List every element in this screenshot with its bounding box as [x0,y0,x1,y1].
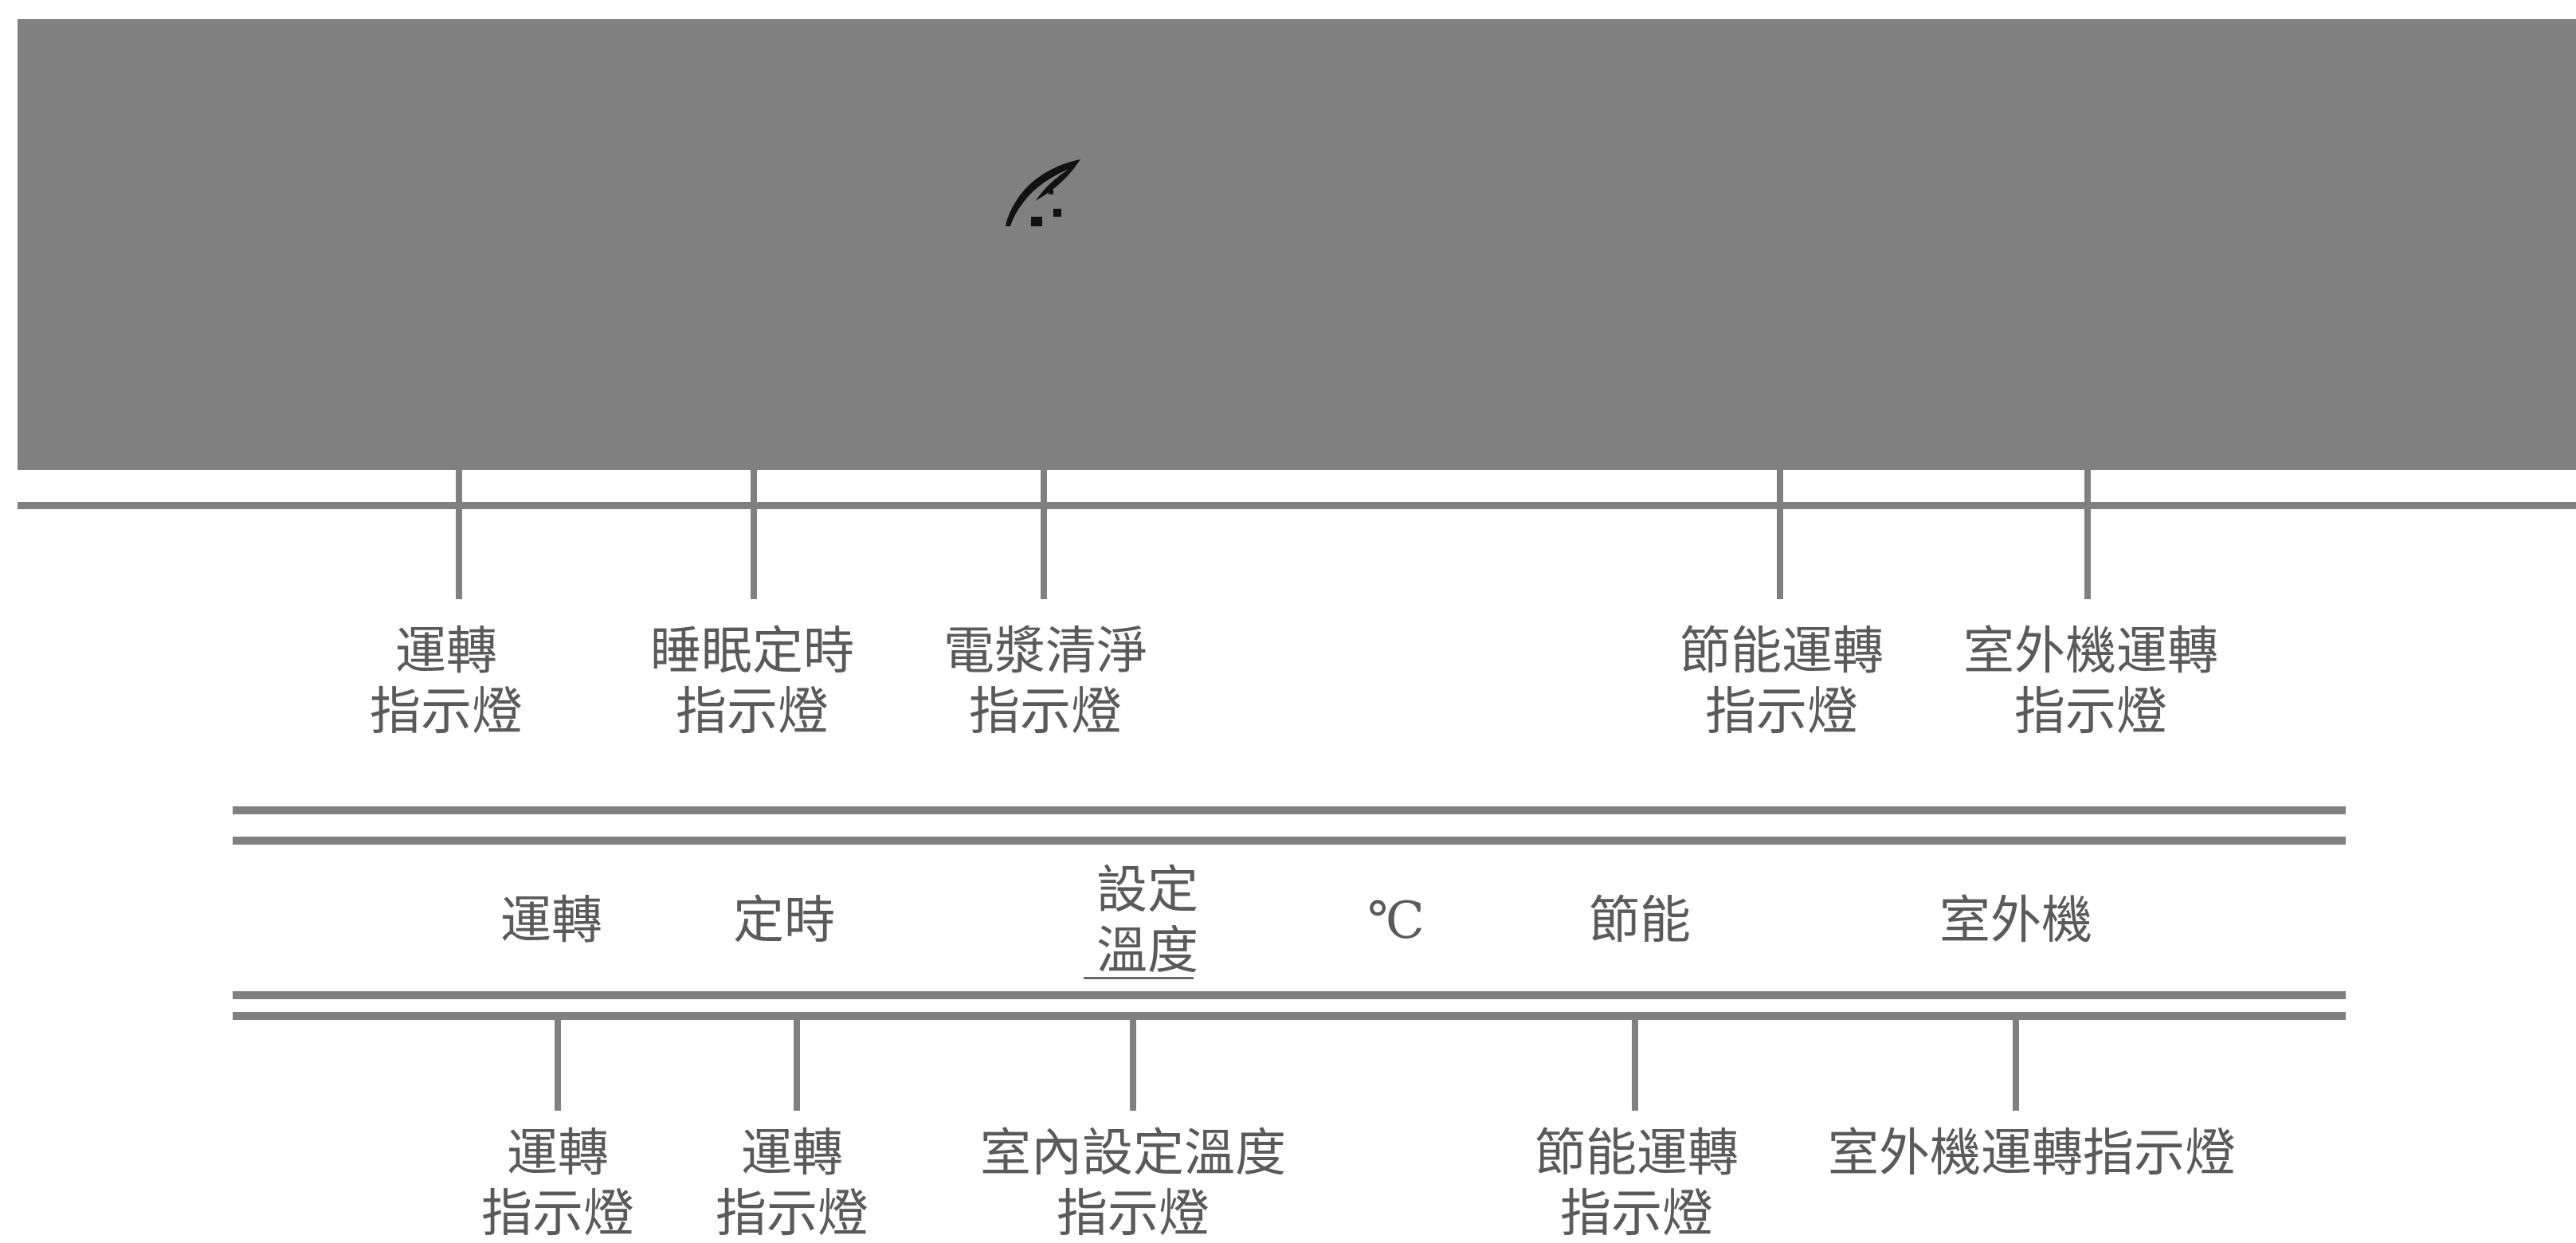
top-label-plasma: 電漿清淨 指示燈 [943,622,1147,743]
panel-label-timer-text: 定時 [733,892,835,951]
bottom-label-run-1: 運轉 指示燈 [481,1123,634,1243]
panel-label-set-temp-line2: 溫度 [1096,922,1198,981]
bottom-label-run-2-line2: 指示燈 [716,1185,868,1243]
panel-label-outdoor: 室外機 [1939,891,2092,951]
bottom-label-run-2: 運轉 指示燈 [716,1123,868,1243]
leaf-icon [1006,159,1080,226]
top-label-run: 運轉 指示燈 [370,622,523,743]
top-label-sleep-timer-line2: 指示燈 [676,683,829,742]
panel-label-eco-text: 節能 [1589,892,1691,951]
set-temp-underline [1084,977,1194,979]
top-leader-2 [751,470,757,599]
panel-label-timer: 定時 [733,891,835,951]
bottom-label-eco: 節能運轉 指示燈 [1535,1123,1739,1243]
panel-label-run-text: 運轉 [500,892,602,951]
top-label-plasma-line2: 指示燈 [969,683,1122,742]
panel-bottom-line-1 [233,991,2346,999]
bottom-label-indoor-temp: 室內設定溫度 指示燈 [980,1123,1286,1243]
top-leader-4 [1777,470,1783,599]
bottom-label-outdoor-line1: 室外機運轉指示燈 [1828,1124,2236,1183]
top-baseline [18,502,2576,509]
bottom-leader-1 [555,1020,561,1111]
bottom-label-eco-line1: 節能運轉 [1535,1124,1739,1183]
panel-label-set-temp: 設定 溫度 [1096,861,1198,982]
top-label-run-line1: 運轉 [395,622,497,681]
panel-label-celsius: ℃ [1367,891,1425,951]
top-label-eco-line1: 節能運轉 [1680,622,1884,681]
bottom-leader-4 [1632,1020,1638,1111]
top-label-eco: 節能運轉 指示燈 [1680,622,1884,743]
top-leader-1 [456,470,462,599]
bottom-label-eco-line2: 指示燈 [1560,1185,1713,1243]
panel-label-celsius-text: ℃ [1367,892,1425,951]
panel-label-eco: 節能 [1589,891,1691,951]
bottom-label-indoor-temp-line2: 指示燈 [1057,1185,1210,1243]
bottom-leader-2 [794,1020,800,1111]
top-label-sleep-timer: 睡眠定時 指示燈 [650,622,854,743]
bottom-label-run-1-line2: 指示燈 [481,1185,634,1243]
bottom-leader-3 [1130,1020,1136,1111]
panel-label-set-temp-line1: 設定 [1096,861,1198,920]
top-label-outdoor-line1: 室外機運轉 [1963,622,2218,681]
top-label-sleep-timer-line1: 睡眠定時 [650,622,854,681]
panel-bottom-line-2 [233,1012,2346,1020]
panel-label-run: 運轉 [500,891,602,951]
bottom-leader-5 [2013,1020,2019,1111]
top-label-run-line2: 指示燈 [370,683,523,742]
top-label-eco-line2: 指示燈 [1705,683,1858,742]
bottom-label-outdoor: 室外機運轉指示燈 [1828,1123,2236,1184]
top-leader-5 [2084,470,2091,599]
bottom-label-run-1-line1: 運轉 [507,1124,609,1183]
top-leader-3 [1041,470,1047,599]
panel-top-line-1 [233,806,2346,814]
top-label-outdoor-line2: 指示燈 [2014,683,2167,742]
top-label-plasma-line1: 電漿清淨 [943,622,1147,681]
bottom-label-run-2-line1: 運轉 [741,1124,843,1183]
panel-label-outdoor-text: 室外機 [1939,892,2092,951]
bottom-label-indoor-temp-line1: 室內設定溫度 [980,1124,1286,1183]
display-panel [18,19,2576,470]
top-label-outdoor: 室外機運轉 指示燈 [1963,622,2218,743]
panel-top-line-2 [233,837,2346,845]
